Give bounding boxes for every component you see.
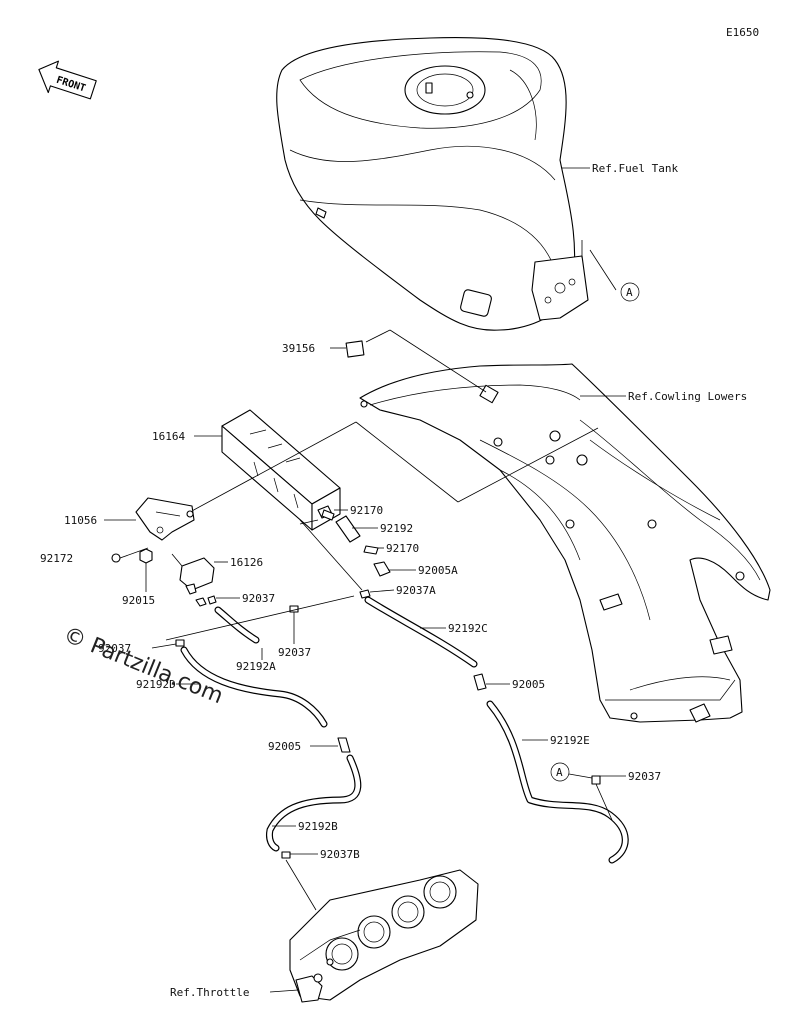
hose-92192B: [266, 754, 362, 852]
clip-92037-valve: [207, 595, 217, 605]
hose-92192D: [180, 646, 328, 728]
label-92192E: 92192E: [550, 734, 590, 747]
diagram-code: E1650: [726, 26, 759, 39]
clip-92037B: [281, 851, 291, 859]
label-92170-b: 92170: [386, 542, 419, 555]
valve-16126: [171, 553, 215, 607]
hose-92192E: [486, 700, 629, 864]
front-arrow-icon: FRONT: [38, 60, 97, 100]
label-39156: 39156: [282, 342, 315, 355]
label-92037-d: 92037: [628, 770, 661, 783]
label-92172: 92172: [40, 552, 73, 565]
nut-92015: [139, 548, 153, 564]
label-92037B: 92037B: [320, 848, 360, 861]
joint-92005A: [373, 561, 391, 577]
label-92037-a: 92037: [242, 592, 275, 605]
clip-92037-right: [591, 775, 601, 785]
clip-92037-left: [175, 639, 185, 647]
label-92005-a: 92005: [268, 740, 301, 753]
label-92037-c: 92037: [98, 642, 131, 655]
label-92192C: 92192C: [448, 622, 488, 635]
hose-92192C: [364, 596, 478, 668]
label-ref-cowling-lowers: Ref.Cowling Lowers: [628, 390, 747, 403]
hose-92192A: [214, 606, 260, 644]
callout-circle-bottom: [550, 762, 570, 782]
label-ref-throttle: Ref.Throttle: [170, 986, 249, 999]
clamp-92170-upper: [321, 509, 335, 521]
label-92037A: 92037A: [396, 584, 436, 597]
label-92192B: 92192B: [298, 820, 338, 833]
throttle-body: [289, 869, 479, 1003]
cowling-lowers: [359, 363, 771, 723]
label-92170-a: 92170: [350, 504, 383, 517]
callout-circle: [620, 282, 640, 302]
label-92192: 92192: [380, 522, 413, 535]
hose-92192-short: [335, 515, 361, 543]
label-16126: 16126: [230, 556, 263, 569]
canister-16164: [221, 409, 341, 531]
label-92005A: 92005A: [418, 564, 458, 577]
label-ref-fuel-tank: Ref.Fuel Tank: [592, 162, 678, 175]
joint-92005-right: [473, 673, 487, 691]
clip-92037A: [359, 589, 371, 599]
label-92192A: 92192A: [236, 660, 276, 673]
label-16164: 16164: [152, 430, 185, 443]
label-92037-b: 92037: [278, 646, 311, 659]
joint-92005-left: [337, 737, 351, 753]
callout-a-top: A: [626, 286, 633, 299]
fuel-tank: [276, 36, 617, 331]
bracket-11056: [135, 497, 195, 541]
label-92192D: 92192D: [136, 678, 176, 691]
label-11056: 11056: [64, 514, 97, 527]
clamp-92170-lower: [363, 545, 379, 555]
bolt-92172: [111, 547, 149, 563]
callout-a-bottom: A: [556, 766, 563, 779]
label-92005-b: 92005: [512, 678, 545, 691]
label-92015: 92015: [122, 594, 155, 607]
part-39156-pad: [345, 340, 365, 358]
